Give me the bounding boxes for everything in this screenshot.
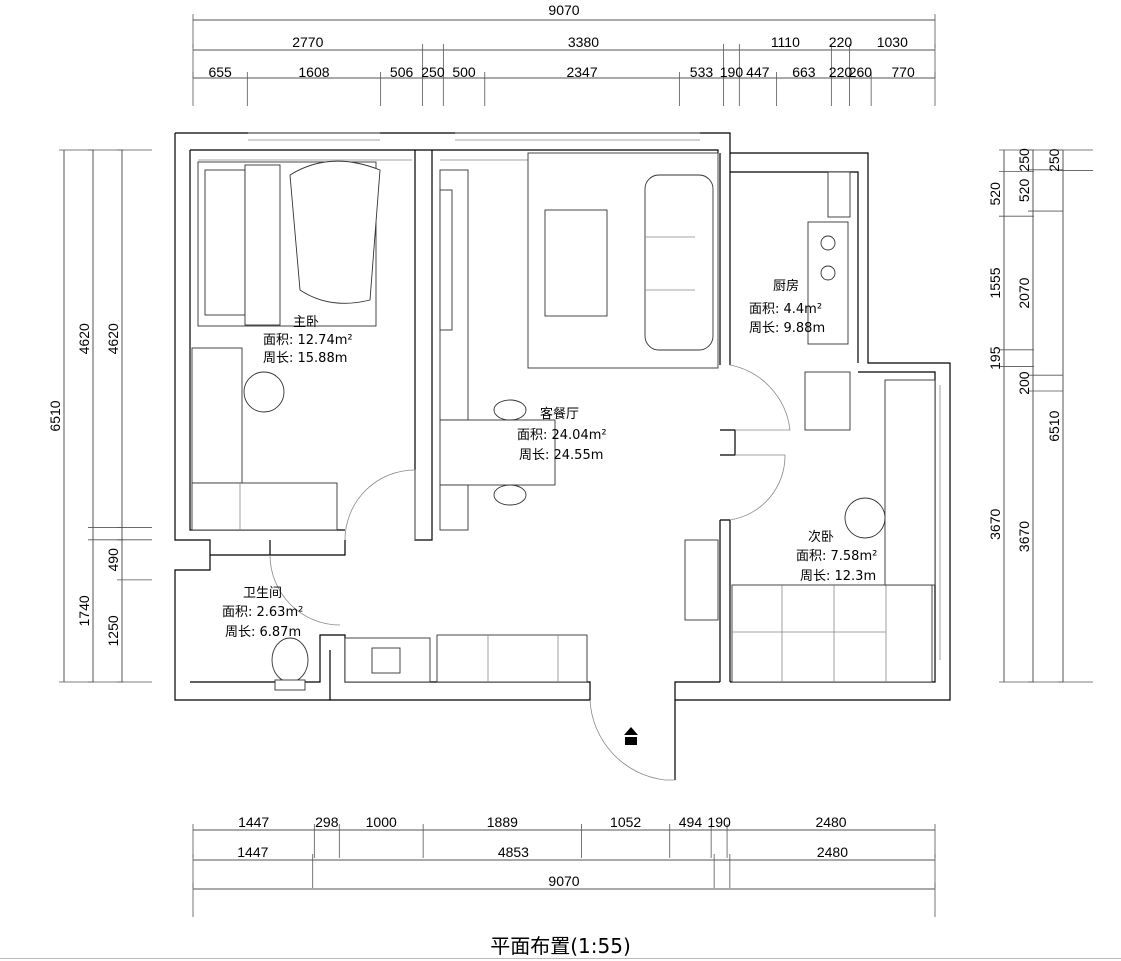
coffee-table: [544, 209, 608, 317]
bed-2: [731, 584, 933, 683]
dim-bottom-row1-label: 1052: [610, 814, 641, 830]
dim-left-inner-label: 1250: [105, 615, 121, 646]
dim-right-outer-label: 250: [1046, 148, 1062, 172]
room-perimeter-master: 周长: 15.88m: [263, 351, 347, 366]
room-labels: 主卧 面积: 12.74m² 周长: 15.88m 客餐厅 面积: 24.04m…: [222, 278, 877, 640]
dim-bottom-row2-label: 4853: [498, 844, 529, 860]
dim-top-row3-label: 500: [452, 64, 476, 80]
dim-right-inner-label: 195: [987, 346, 1003, 370]
divider: [0, 958, 1121, 959]
room-name-kitchen: 厨房: [773, 278, 799, 294]
entrance-icon: [624, 727, 638, 745]
dim-left-middle-label: 4620: [76, 323, 92, 354]
room-perimeter-bedroom2: 周长: 12.3m: [800, 569, 876, 584]
dim-bottom-row2-label: 2480: [817, 844, 848, 860]
dim-bottom-row1-label: 298: [315, 814, 339, 830]
room-name-bedroom2: 次卧: [808, 529, 834, 545]
room-name-bathroom: 卫生间: [243, 586, 282, 601]
dimension-lines: 9070 2770 3380 1110 220 1030 655 1608 506 250 500 2…: [47, 2, 1093, 917]
room-area-kitchen: 面积: 4.4m²: [749, 302, 822, 317]
room-area-master: 面积: 12.74m²: [263, 333, 353, 348]
dim-right-middle-label: 250: [1016, 148, 1032, 172]
dim-top-row3-label: 250: [421, 64, 445, 80]
dim-top-row3-label: 533: [690, 64, 714, 80]
dim-top-row2-label: 3380: [568, 34, 599, 50]
room-perimeter-bathroom: 周长: 6.87m: [225, 625, 301, 640]
dim-left-inner-label: 490: [105, 548, 121, 572]
dim-right-middle-label: 520: [1016, 179, 1032, 203]
dim-right-inner-label: 520: [987, 182, 1003, 206]
toilet: [271, 637, 309, 683]
dim-bottom-row1-label: 1447: [238, 814, 269, 830]
dim-right-middle-label: 2070: [1016, 277, 1032, 308]
dim-bottom-row1-label: 2480: [815, 814, 846, 830]
furniture: [191, 152, 936, 745]
kitchen-sink: [804, 371, 851, 431]
room-area-bedroom2: 面积: 7.58m²: [796, 549, 877, 564]
dim-top-row3-label: 260: [849, 64, 873, 80]
dim-top-row3-label: 220: [829, 64, 853, 80]
dim-top-row2-label: 220: [829, 34, 853, 50]
dim-left-middle-label: 1740: [76, 595, 92, 626]
sofa: [644, 174, 714, 351]
room-perimeter-kitchen: 周长: 9.88m: [749, 321, 825, 336]
dim-left-outer-label: 6510: [47, 400, 63, 431]
drawing-title: 平面布置(1:55): [490, 934, 631, 958]
dim-bottom-row1-label: 1000: [366, 814, 397, 830]
dim-top-row3-label: 447: [746, 64, 770, 80]
dim-right-outer-label: 6510: [1046, 410, 1062, 441]
dim-bottom-total-label: 9070: [548, 873, 579, 889]
dim-top-row3-label: 190: [720, 64, 744, 80]
dim-left-inner-label: 4620: [105, 323, 121, 354]
dim-bottom-row1-label: 1889: [487, 814, 518, 830]
dim-top-row3-label: 655: [208, 64, 232, 80]
dim-right-middle-label: 3670: [1016, 521, 1032, 552]
desk: [884, 379, 936, 586]
dim-top-row3-label: 770: [891, 64, 915, 80]
dining-table: [439, 419, 556, 486]
dim-bottom-row1-label: 190: [707, 814, 731, 830]
dim-bottom-row1-label: 494: [679, 814, 703, 830]
dim-top-row3-label: 2347: [566, 64, 597, 80]
wardrobe: [191, 347, 243, 484]
dim-top-row3-label: 506: [390, 64, 414, 80]
dim-top-row2-label: 1110: [771, 34, 800, 50]
dim-top-row3-label: 1608: [298, 64, 329, 80]
room-area-bathroom: 面积: 2.63m²: [222, 605, 303, 620]
dim-top-row2-label: 2770: [292, 34, 323, 50]
room-name-living: 客餐厅: [540, 406, 579, 422]
chair: [243, 371, 285, 413]
room-name-master: 主卧: [293, 315, 319, 330]
shoe-cabinet: [436, 634, 588, 683]
dim-right-middle-label: 200: [1016, 371, 1032, 395]
dim-top-row2-label: 1030: [877, 34, 908, 50]
dim-top-total-label: 9070: [548, 2, 579, 18]
room-area-living: 面积: 24.04m²: [517, 428, 607, 443]
dim-right-inner-label: 1555: [987, 267, 1003, 298]
dim-bottom-row2-label: 1447: [237, 844, 268, 860]
room-perimeter-living: 周长: 24.55m: [519, 448, 603, 463]
dim-top-row3-label: 663: [792, 64, 816, 80]
dim-right-inner-label: 3670: [987, 509, 1003, 540]
